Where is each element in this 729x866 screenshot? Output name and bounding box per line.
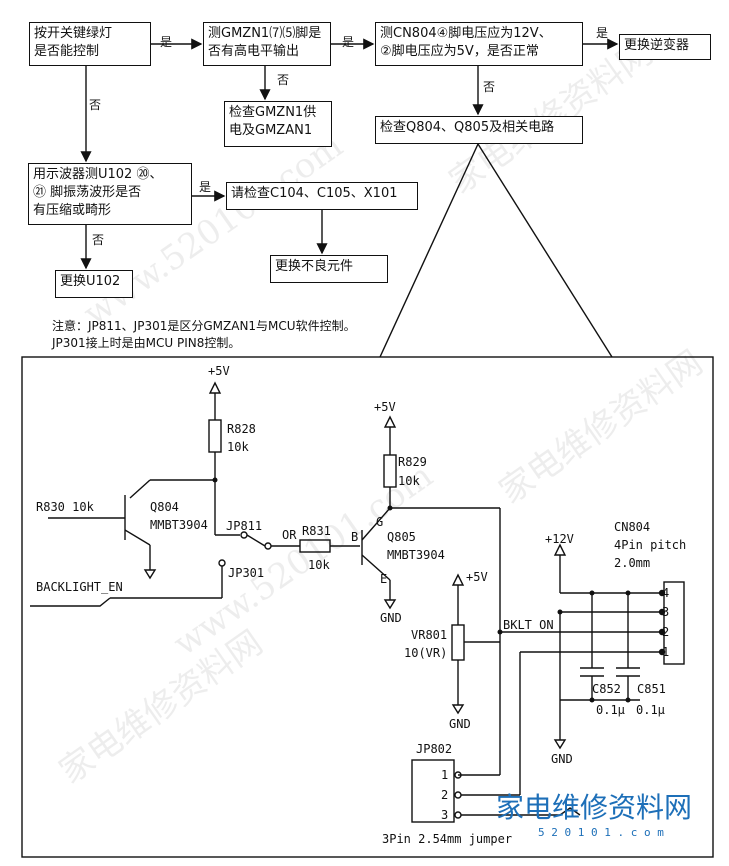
flow-box-oscilloscope: 用示波器测U102 ⑳、 ㉑ 脚振荡波形是否 有压缩或畸形 bbox=[28, 163, 192, 225]
logo-url: 5 2 0 1 0 1 . c o m bbox=[538, 826, 664, 839]
label-c851: C851 bbox=[637, 682, 666, 696]
label-cn804-mm: 2.0mm bbox=[614, 556, 651, 570]
flow-no-label: 否 bbox=[89, 98, 102, 112]
label-bklt-on: BKLT_ON bbox=[503, 618, 554, 632]
label-gnd-q805: GND bbox=[380, 611, 402, 625]
flow-box-measure-gmzn1: 测GMZN1⑺⑸脚是 否有高电平输出 bbox=[203, 22, 331, 66]
label-vr801-value: 10(VR) bbox=[404, 646, 448, 660]
label-backlight-en: BACKLIGHT_EN bbox=[36, 580, 123, 594]
label-cn804-pitch: 4Pin pitch bbox=[614, 538, 687, 552]
flow-box-replace-u102: 更换U102 bbox=[55, 270, 133, 298]
label-vcc5-mid: +5V bbox=[374, 400, 396, 414]
flow-box-check-supply: 检查GMZN1供 电及GMZAN1 bbox=[224, 101, 332, 147]
flow-no-label: 否 bbox=[277, 73, 290, 87]
label-c852-value: 0.1μ bbox=[596, 703, 625, 717]
label-r828-value: 10k bbox=[227, 440, 249, 454]
flow-no-label: 否 bbox=[92, 233, 105, 247]
label-pin1: 1 bbox=[662, 645, 670, 659]
label-jp811: JP811 bbox=[226, 519, 263, 533]
label-r829: R829 bbox=[398, 455, 427, 469]
label-r830: R830 10k bbox=[36, 500, 94, 514]
label-q804-type: MMBT3904 bbox=[150, 518, 208, 532]
label-q804: Q804 bbox=[150, 500, 179, 514]
label-gnd-cap: GND bbox=[551, 752, 573, 766]
label-r829-value: 10k bbox=[398, 474, 420, 488]
label-collector: G bbox=[376, 515, 384, 529]
flow-yes-label: 是 bbox=[596, 26, 609, 40]
label-gnd-vr: GND bbox=[449, 717, 471, 731]
label-jumper: 3Pin 2.54mm jumper bbox=[382, 832, 513, 846]
site-logo: 家电维修资料网 5 2 0 1 0 1 . c o m bbox=[478, 786, 723, 852]
label-pin3: 3 bbox=[662, 605, 670, 619]
flow-box-replace-parts: 更换不良元件 bbox=[270, 255, 388, 283]
note-text: 注意：JP811、JP301是区分GMZAN1与MCU软件控制。 JP301接上… bbox=[52, 319, 356, 350]
label-jp802: JP802 bbox=[416, 742, 453, 756]
label-jp301: JP301 bbox=[228, 566, 265, 580]
label-r828: R828 bbox=[227, 422, 256, 436]
label-q805-type: MMBT3904 bbox=[387, 548, 445, 562]
label-base: B bbox=[351, 530, 359, 544]
label-jp802-pin2: 2 bbox=[441, 788, 449, 802]
label-jp802-pin1: 1 bbox=[441, 768, 449, 782]
label-vcc12: +12V bbox=[545, 532, 574, 546]
label-pin2: 2 bbox=[662, 625, 670, 639]
label-vcc5-left: +5V bbox=[208, 364, 230, 378]
flow-box-check-crystal: 请检查C104、C105、X101 bbox=[226, 182, 418, 210]
label-jp802-pin3: 3 bbox=[441, 808, 449, 822]
flow-yes-label: 是 bbox=[199, 180, 212, 194]
flow-yes-label: 是 bbox=[342, 35, 355, 49]
logo-text: 家电维修资料网 bbox=[496, 791, 693, 824]
label-r831-value: 10k bbox=[308, 558, 330, 572]
flow-box-check-switch: 按开关键绿灯 是否能控制 bbox=[29, 22, 151, 66]
flow-no-label: 否 bbox=[483, 80, 496, 94]
label-or: OR bbox=[282, 528, 297, 542]
label-cn804: CN804 bbox=[614, 520, 651, 534]
label-q805: Q805 bbox=[387, 530, 416, 544]
label-c852: C852 bbox=[592, 682, 621, 696]
label-emitter: E bbox=[380, 572, 388, 586]
label-pin4: 4 bbox=[662, 586, 670, 600]
flow-box-replace-inverter: 更换逆变器 bbox=[619, 34, 711, 60]
label-c851-value: 0.1μ bbox=[636, 703, 665, 717]
label-r831: R831 bbox=[302, 524, 331, 538]
label-vcc5-vr: +5V bbox=[466, 570, 488, 584]
label-vr801: VR801 bbox=[411, 628, 448, 642]
flow-yes-label: 是 bbox=[160, 35, 173, 49]
flow-box-measure-cn804: 测CN804④脚电压应为12V、 ②脚电压应为5V，是否正常 bbox=[375, 22, 583, 66]
flow-box-check-q804: 检查Q804、Q805及相关电路 bbox=[375, 116, 583, 144]
